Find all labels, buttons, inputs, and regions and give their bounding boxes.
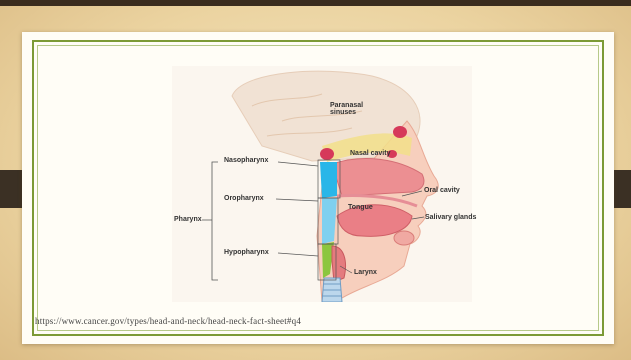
source-url-caption: https://www.cancer.gov/types/head-and-ne… <box>35 316 301 326</box>
label-hypopharynx: Hypopharynx <box>224 249 269 257</box>
label-nasal-cavity: Nasal cavity <box>350 150 390 158</box>
anatomy-illustration <box>172 66 472 302</box>
label-oropharynx: Oropharynx <box>224 195 264 203</box>
label-tongue: Tongue <box>348 204 373 212</box>
label-nasopharynx: Nasopharynx <box>224 157 268 165</box>
frontal-sinus <box>393 126 407 138</box>
label-salivary-glands: Salivary glands <box>425 214 476 222</box>
label-oral-cavity: Oral cavity <box>424 187 460 195</box>
top-bar <box>0 0 631 6</box>
sphenoid-sinus <box>320 148 334 160</box>
head-neck-diagram: Paranasal sinuses Nasal cavity Nasophary… <box>172 66 472 302</box>
label-sinuses: sinuses <box>330 109 356 117</box>
label-larynx: Larynx <box>354 269 377 277</box>
label-pharynx: Pharynx <box>174 216 202 224</box>
slide: Paranasal sinuses Nasal cavity Nasophary… <box>22 32 614 344</box>
nasopharynx-region <box>320 162 337 198</box>
salivary-gland <box>394 231 414 245</box>
